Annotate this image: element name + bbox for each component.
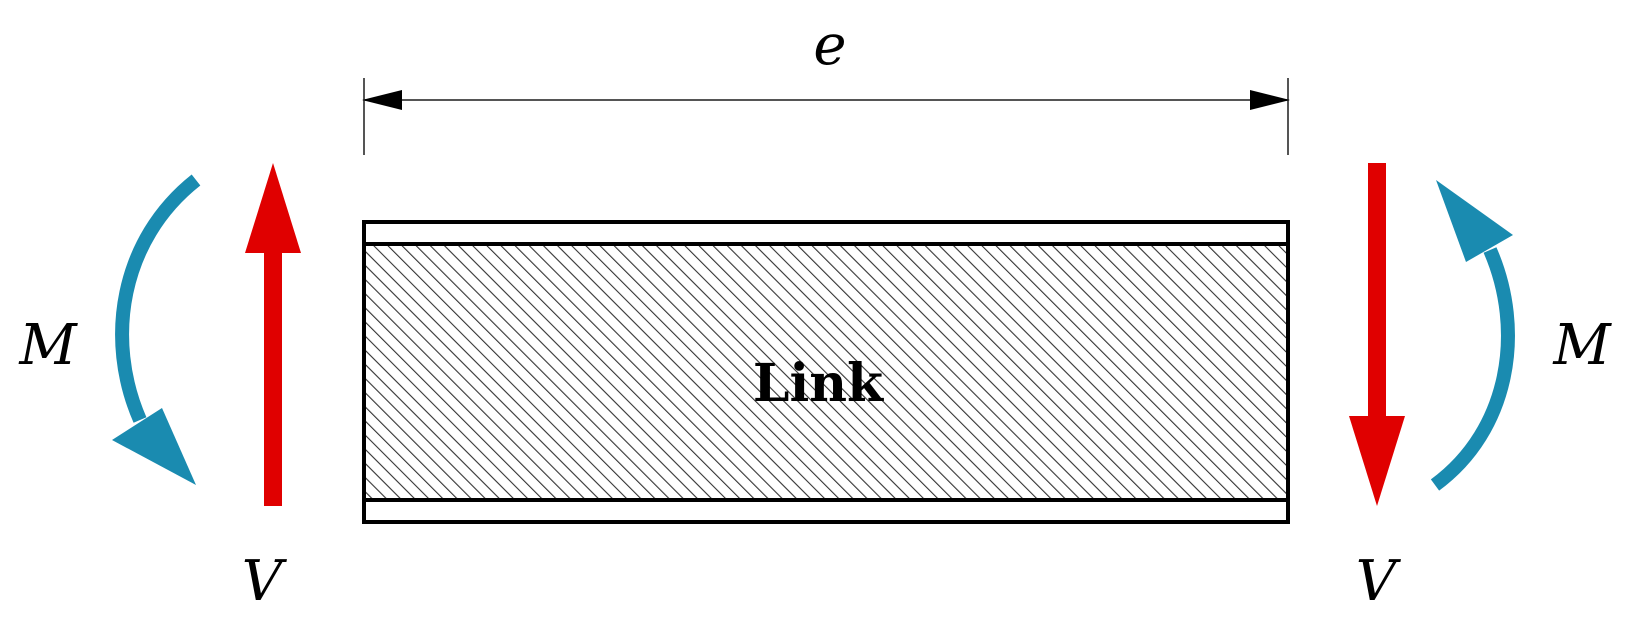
shear-arrow-left-head xyxy=(245,163,301,253)
shear-arrow-left xyxy=(245,163,301,506)
moment-arrow-right-head xyxy=(1436,180,1513,262)
link-beam: Link xyxy=(362,220,1290,524)
link-hatched-web xyxy=(364,244,1288,500)
link-bottom-flange xyxy=(362,498,1290,524)
shear-arrow-right xyxy=(1349,163,1405,506)
shear-arrow-right-head xyxy=(1349,416,1405,506)
moment-arrow-left-arc xyxy=(115,174,201,423)
moment-arrow-left xyxy=(112,174,201,485)
moment-label-right: M xyxy=(1552,313,1612,378)
link-label: Link xyxy=(753,353,884,414)
shear-arrow-left-shaft xyxy=(264,250,282,506)
link-outline xyxy=(362,220,1290,524)
shear-label-left: V xyxy=(242,549,288,614)
shear-label-right: V xyxy=(1356,549,1402,614)
moment-arrow-right xyxy=(1430,180,1515,491)
moment-arrow-left-head xyxy=(112,408,196,485)
shear-arrow-right-shaft xyxy=(1368,163,1386,419)
moment-arrow-right-arc xyxy=(1430,247,1515,491)
moment-label-left: M xyxy=(18,313,78,378)
dimension-label: e xyxy=(813,13,846,78)
link-top-flange xyxy=(362,220,1290,246)
dimension-e: e xyxy=(362,13,1290,155)
